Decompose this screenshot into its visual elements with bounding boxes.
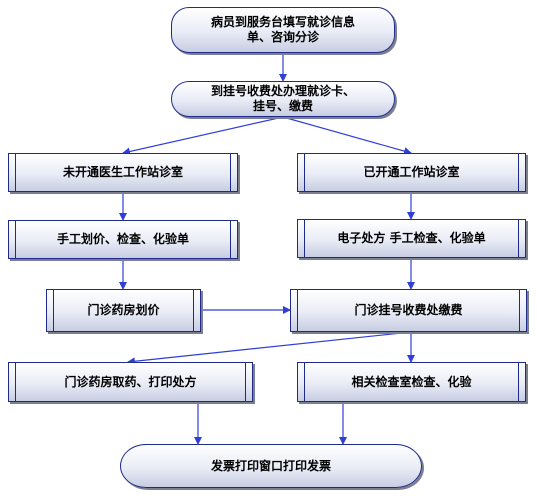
node-registration-payment-label: 到挂号收费处办理就诊卡、 挂号、缴费 <box>210 84 355 113</box>
node-electronic-orders-label: 电子处方 手工检查、化验单 <box>337 231 486 245</box>
node-electronic-orders: 电子处方 手工检查、化验单 <box>297 219 526 258</box>
node-manual-orders-label: 手工划价、检查、化验单 <box>56 232 189 246</box>
node-outpatient-payment-label: 门诊挂号收费处缴费 <box>354 303 463 317</box>
node-pharmacy-dispense: 门诊药房取药、打印处方 <box>8 362 253 402</box>
node-invoice-printing: 发票打印窗口打印发票 <box>120 444 422 488</box>
node-clinic-with-workstation-label: 已开通工作站诊室 <box>363 165 460 179</box>
node-invoice-printing-label: 发票打印窗口打印发票 <box>210 458 331 473</box>
arrow-register-to-not-open <box>122 116 284 156</box>
node-registration-payment: 到挂号收费处办理就诊卡、 挂号、缴费 <box>171 81 395 117</box>
node-lab-examination-label: 相关检查室检查、化验 <box>351 374 472 389</box>
node-fill-info-form: 病员到服务台填写就诊信息 单、咨询分诊 <box>171 7 395 53</box>
node-outpatient-payment: 门诊挂号收费处缴费 <box>290 289 527 332</box>
node-pharmacy-pricing-label: 门诊药房划价 <box>87 303 160 317</box>
node-fill-info-form-label: 病员到服务台填写就诊信息 单、咨询分诊 <box>210 15 355 44</box>
arrow-pay-to-dispense <box>127 331 412 366</box>
node-lab-examination: 相关检查室检查、化验 <box>297 362 526 402</box>
node-pharmacy-dispense-label: 门诊药房取药、打印处方 <box>64 374 197 389</box>
node-manual-orders: 手工划价、检查、化验单 <box>8 220 238 259</box>
node-clinic-no-workstation: 未开通医生工作站诊室 <box>8 153 238 192</box>
arrow-register-to-open <box>282 116 412 155</box>
node-pharmacy-pricing: 门诊药房划价 <box>46 289 201 332</box>
node-clinic-with-workstation: 已开通工作站诊室 <box>297 153 526 192</box>
node-clinic-no-workstation-label: 未开通医生工作站诊室 <box>62 165 183 179</box>
